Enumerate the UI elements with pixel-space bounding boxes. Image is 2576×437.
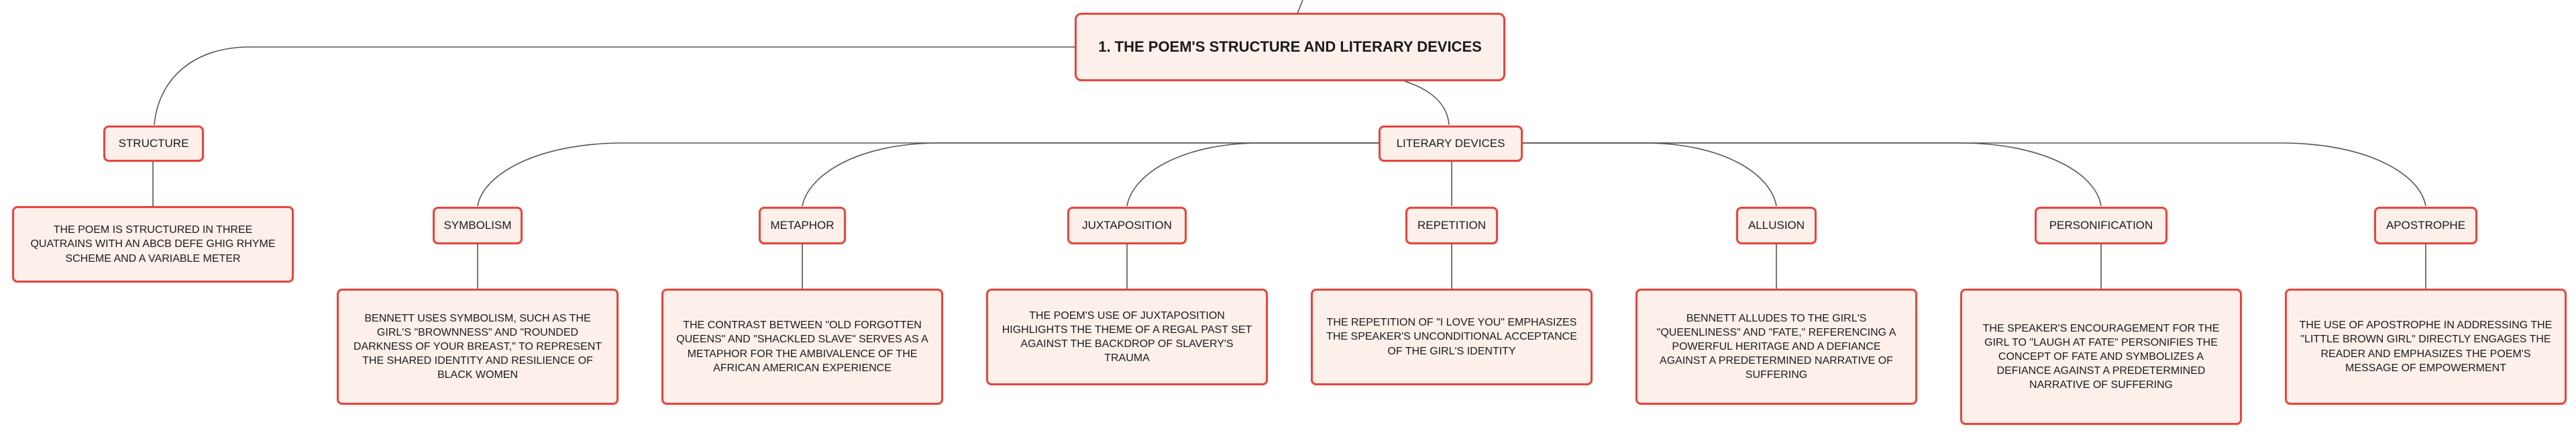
- repetition-detail-node[interactable]: THE REPETITION OF "I LOVE YOU" EMPHASIZE…: [1311, 289, 1593, 385]
- structure-node[interactable]: STRUCTURE: [103, 126, 204, 162]
- personification-detail-text: THE SPEAKER'S ENCOURAGEMENT FOR THE GIRL…: [1982, 322, 2220, 391]
- structure-detail-node[interactable]: THE POEM IS STRUCTURED IN THREE QUATRAIN…: [12, 206, 294, 283]
- allusion-node-label: ALLUSION: [1748, 218, 1805, 232]
- apostrophe-node-label: APOSTROPHE: [2385, 218, 2466, 232]
- edge-literary-devices-juxtaposition: [1126, 142, 1379, 207]
- allusion-node[interactable]: ALLUSION: [1736, 207, 1817, 244]
- literary-devices-node[interactable]: LITERARY DEVICES: [1379, 126, 1523, 162]
- personification-node-label: PERSONIFICATION: [2049, 218, 2153, 232]
- symbolism-detail-text: BENNETT USES SYMBOLISM, SUCH AS THE GIRL…: [353, 312, 602, 381]
- structure-detail-text: THE POEM IS STRUCTURED IN THREE QUATRAIN…: [30, 224, 276, 264]
- root-node[interactable]: 1. THE POEM'S STRUCTURE AND LITERARY DEV…: [1075, 13, 1505, 81]
- edge-root-incoming: [1297, 0, 1303, 14]
- allusion-detail-text: BENNETT ALLUDES TO THE GIRL'S "QUEENLINE…: [1656, 312, 1896, 381]
- repetition-node[interactable]: REPETITION: [1405, 207, 1498, 244]
- symbolism-detail-node[interactable]: BENNETT USES SYMBOLISM, SUCH AS THE GIRL…: [337, 289, 619, 405]
- literary-devices-node-label: LITERARY DEVICES: [1396, 136, 1505, 150]
- personification-node[interactable]: PERSONIFICATION: [2035, 207, 2167, 244]
- metaphor-detail-node[interactable]: THE CONTRAST BETWEEN "OLD FORGOTTEN QUEE…: [661, 289, 943, 405]
- metaphor-node[interactable]: METAPHOR: [759, 207, 846, 244]
- metaphor-node-label: METAPHOR: [770, 218, 835, 232]
- root-node-label: 1. THE POEM'S STRUCTURE AND LITERARY DEV…: [1098, 38, 1482, 56]
- edge-literary-devices-allusion: [1523, 142, 1777, 207]
- juxtaposition-node[interactable]: JUXTAPOSITION: [1067, 207, 1187, 244]
- juxtaposition-detail-text: THE POEM'S USE OF JUXTAPOSITION HIGHLIGH…: [1002, 309, 1252, 365]
- edge-root-structure: [154, 46, 1075, 126]
- apostrophe-node[interactable]: APOSTROPHE: [2374, 207, 2477, 244]
- personification-detail-node[interactable]: THE SPEAKER'S ENCOURAGEMENT FOR THE GIRL…: [1960, 289, 2242, 425]
- apostrophe-detail-text: THE USE OF APOSTROPHE IN ADDRESSING THE …: [2299, 320, 2553, 374]
- symbolism-node-label: SYMBOLISM: [443, 218, 512, 232]
- edge-literary-devices-metaphor: [802, 142, 1379, 207]
- apostrophe-detail-node[interactable]: THE USE OF APOSTROPHE IN ADDRESSING THE …: [2285, 289, 2567, 405]
- edge-literary-devices-symbolism: [477, 142, 1379, 207]
- symbolism-node[interactable]: SYMBOLISM: [433, 207, 523, 244]
- structure-node-label: STRUCTURE: [118, 136, 189, 150]
- edge-root-literary-devices: [1404, 81, 1450, 126]
- metaphor-detail-text: THE CONTRAST BETWEEN "OLD FORGOTTEN QUEE…: [676, 320, 928, 374]
- repetition-node-label: REPETITION: [1417, 218, 1487, 232]
- juxtaposition-node-label: JUXTAPOSITION: [1082, 218, 1172, 232]
- edge-literary-devices-apostrophe: [1523, 142, 2426, 207]
- repetition-detail-text: THE REPETITION OF "I LOVE YOU" EMPHASIZE…: [1326, 317, 1577, 357]
- edge-literary-devices-personification: [1523, 142, 2102, 207]
- allusion-detail-node[interactable]: BENNETT ALLUDES TO THE GIRL'S "QUEENLINE…: [1635, 289, 1917, 405]
- juxtaposition-detail-node[interactable]: THE POEM'S USE OF JUXTAPOSITION HIGHLIGH…: [986, 289, 1268, 385]
